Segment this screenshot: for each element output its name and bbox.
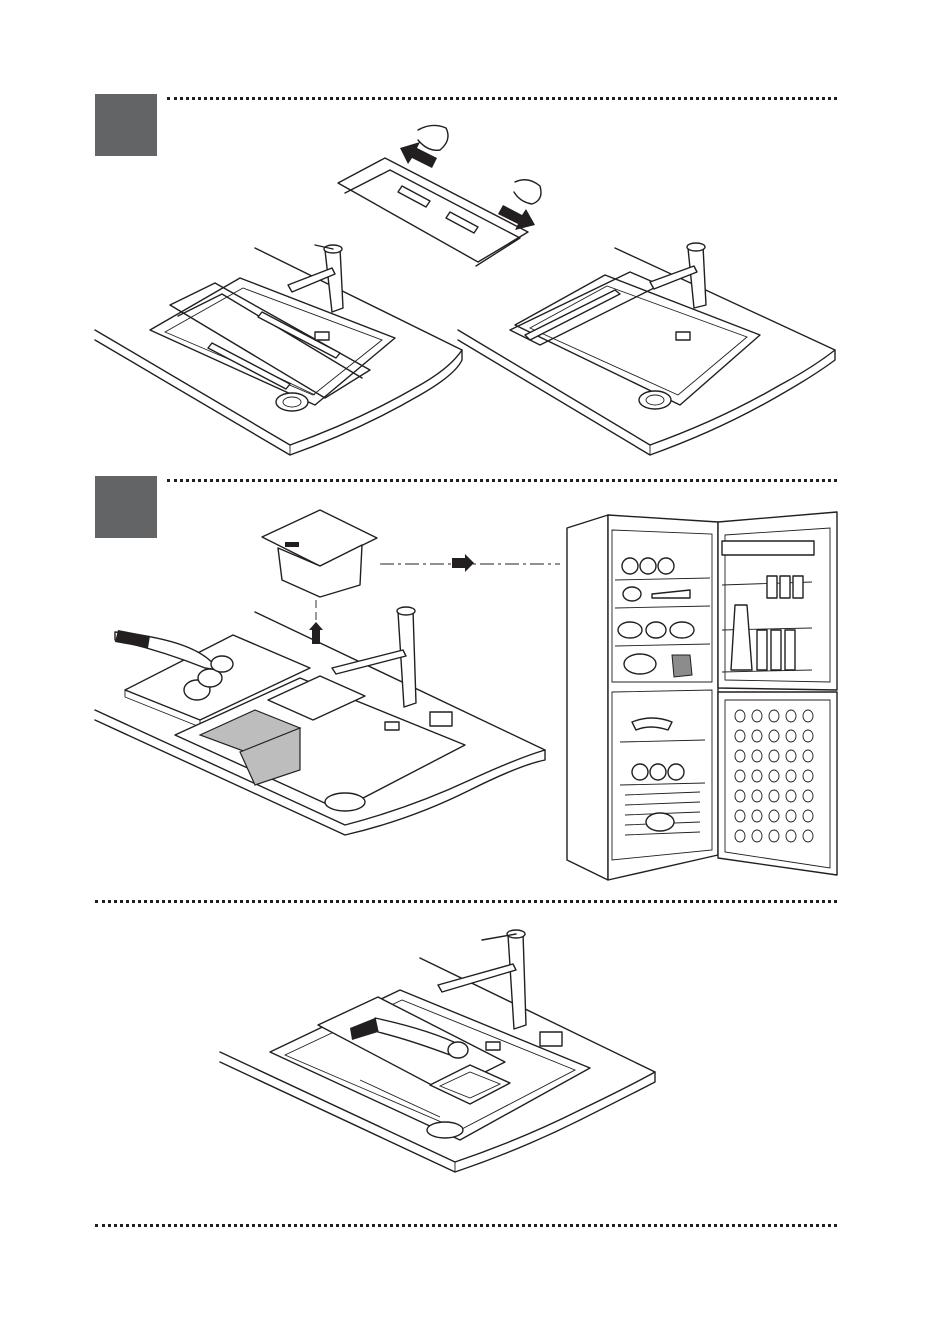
sink-with-accessories-stored — [220, 930, 655, 1172]
telescopic-rack-extending — [338, 125, 541, 266]
container-to-refrigerator — [95, 510, 560, 835]
open-refrigerator — [567, 512, 837, 880]
sink-with-rack-fitted — [458, 243, 835, 455]
sink-with-extendable-rack — [95, 245, 462, 455]
